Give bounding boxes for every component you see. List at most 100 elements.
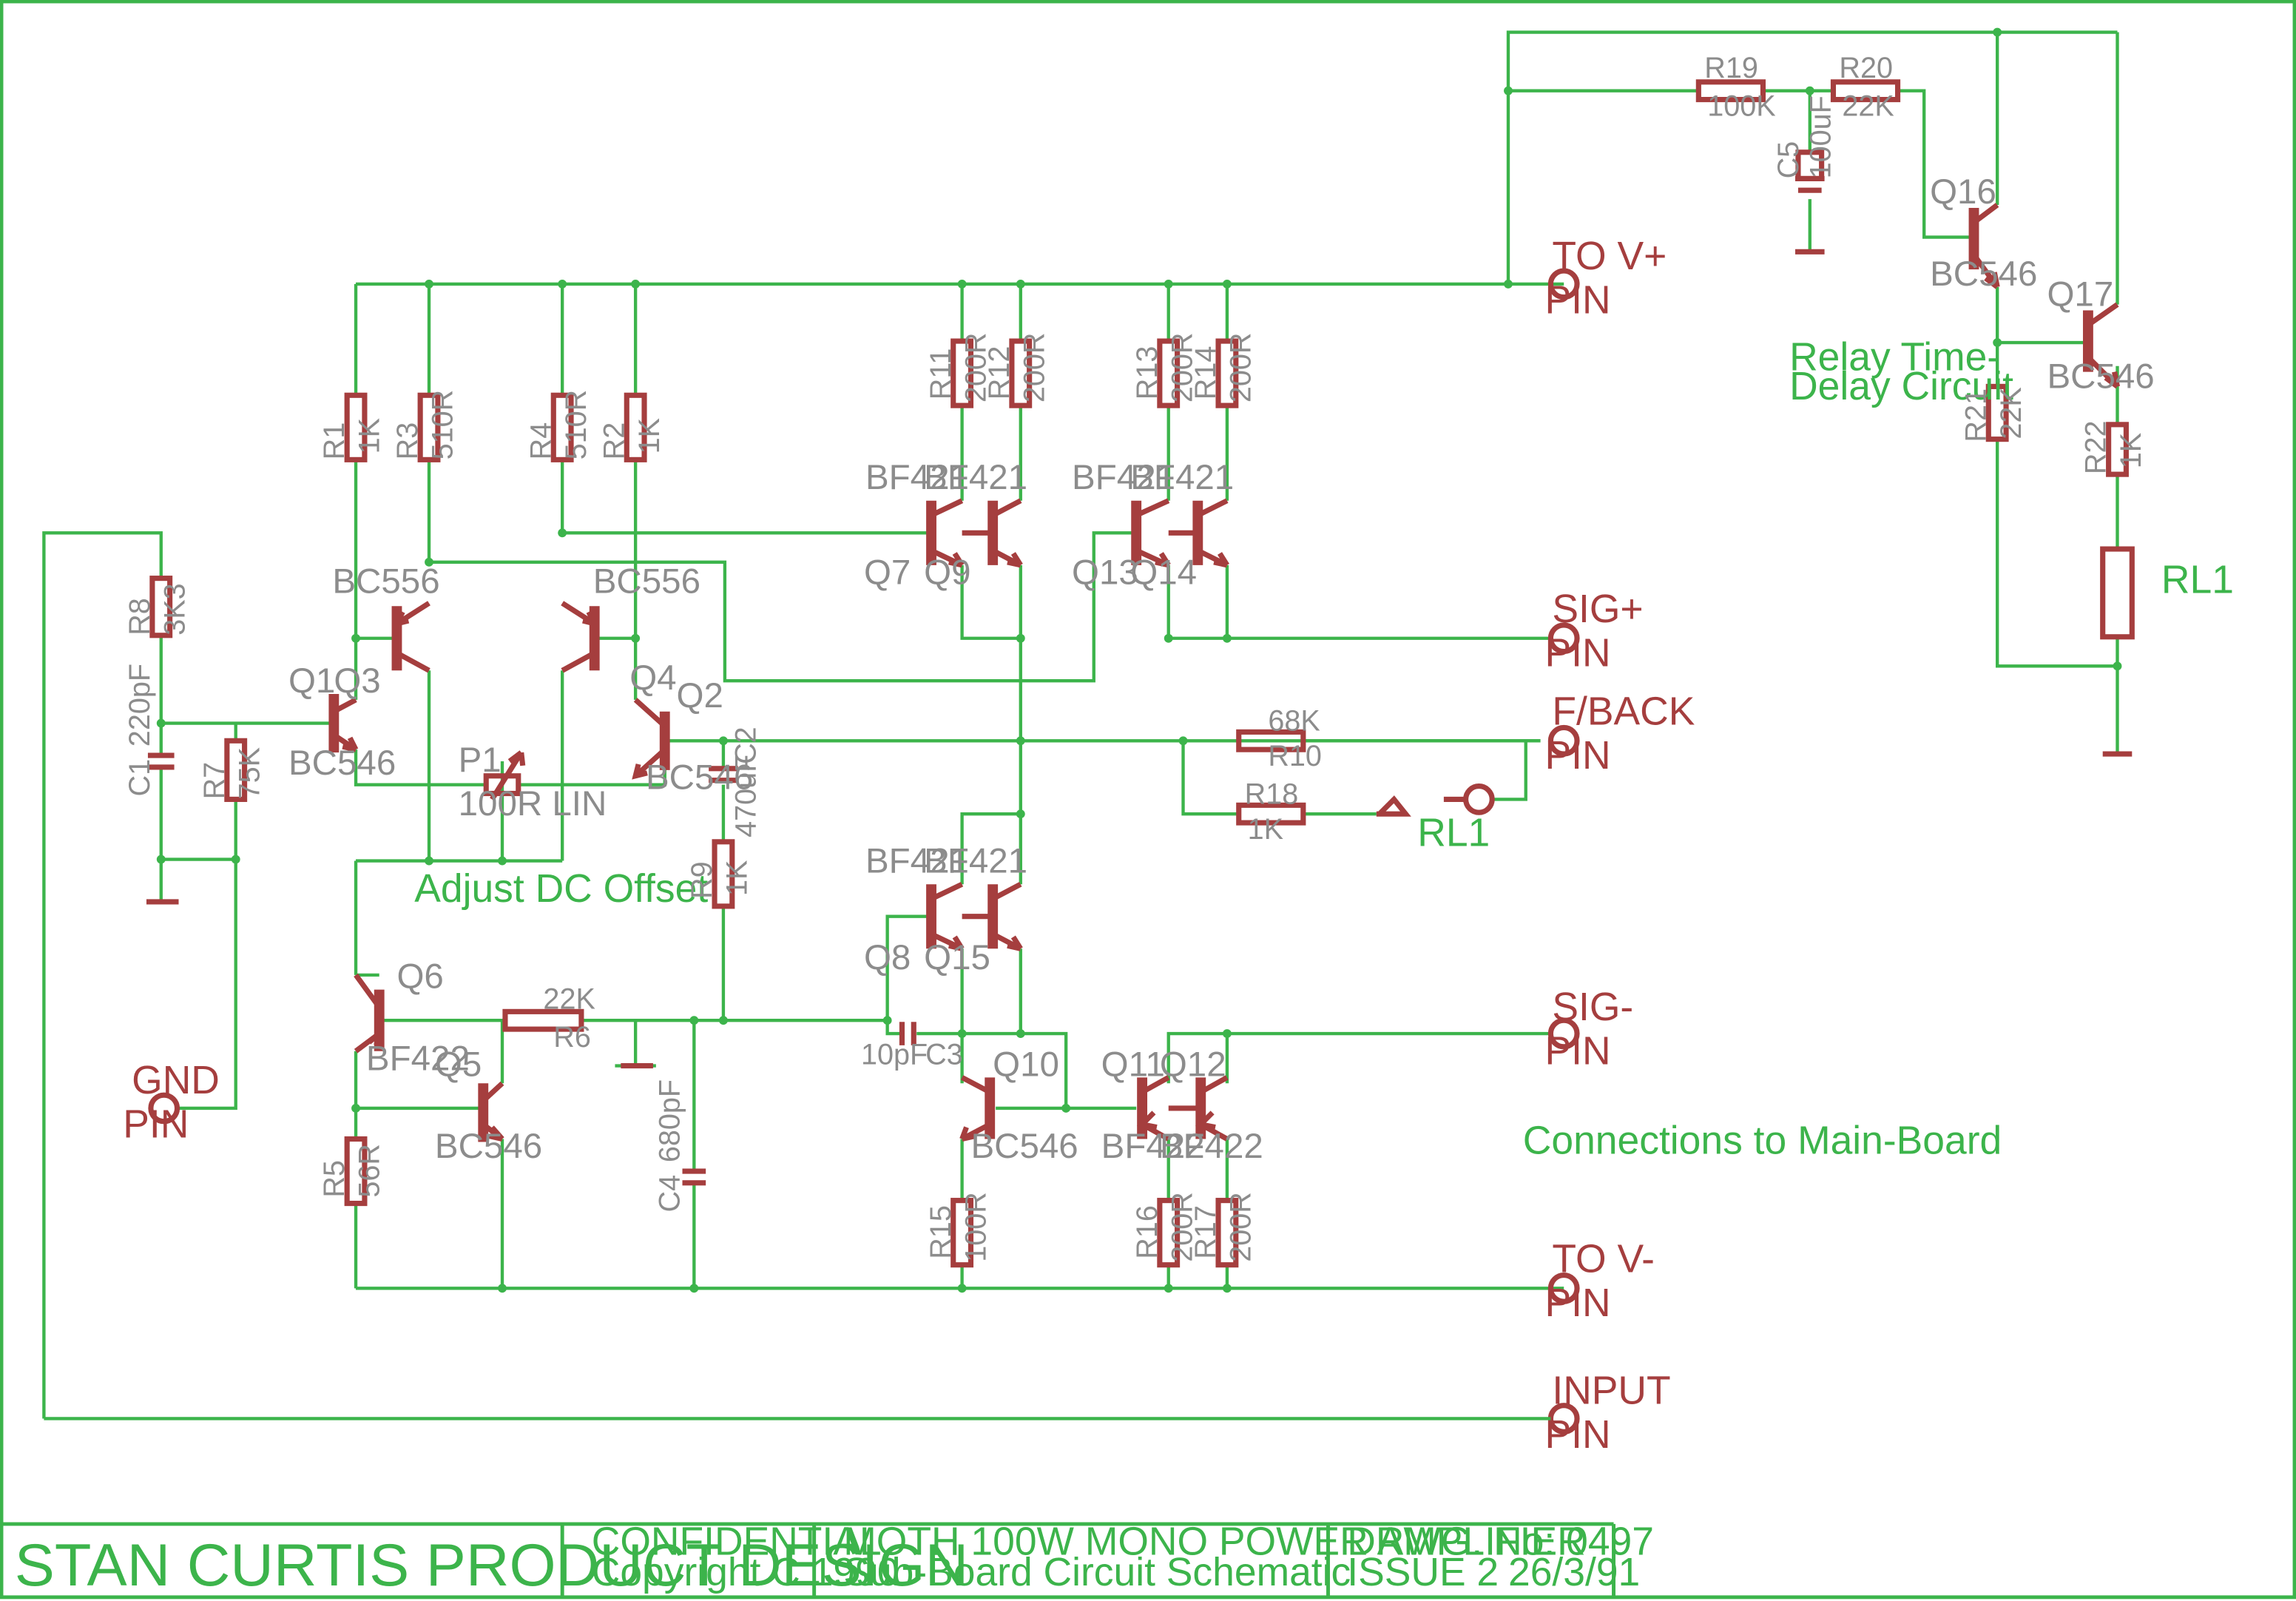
r8-name: R8	[124, 598, 156, 636]
q14-name: Q14	[1130, 553, 1197, 593]
vplus-pin: PIN	[1544, 278, 1610, 322]
r14-name: R14	[1189, 346, 1222, 400]
r1-name: R1	[318, 422, 351, 460]
q7-name: Q7	[864, 553, 911, 593]
c4-value: 680pF	[654, 1079, 686, 1162]
r3-name: R3	[391, 422, 424, 460]
r11-value: 200R	[959, 333, 992, 403]
r13-name: R13	[1131, 346, 1164, 400]
r13-value: 200R	[1166, 333, 1198, 403]
input-pin: PIN	[1544, 1413, 1610, 1457]
q9-type: BF421	[924, 458, 1027, 497]
r20-value: 22K	[1842, 90, 1894, 122]
r16-value: 200R	[1166, 1192, 1198, 1262]
sigplus-pin: PIN	[1544, 631, 1610, 675]
r19-value: 100K	[1707, 90, 1775, 122]
component-labels: R1 1K R2 1K R3 510R R4 510R R5 56R 22K R…	[124, 52, 2234, 1262]
r11-name: R11	[925, 348, 957, 400]
sheet-title: Sub-Board Circuit Schematic	[843, 1551, 1351, 1594]
sigminus-pin: PIN	[1544, 1030, 1610, 1073]
r21-value: 22K	[1995, 387, 2027, 439]
r12-name: R12	[983, 346, 1016, 400]
r15-value: 100R	[959, 1192, 992, 1262]
gnd-pin: PIN	[123, 1103, 189, 1147]
r10-value: 68K	[1268, 704, 1320, 737]
q7-type: BF421	[865, 458, 969, 497]
r9-value: 1K	[721, 860, 754, 896]
copyright-label: Copyright C.1990	[592, 1551, 899, 1594]
c1-value: 220pF	[124, 664, 156, 746]
adjust-dc-offset-note: Adjust DC Offset	[414, 867, 708, 911]
c2-value: 470uF	[729, 755, 762, 837]
confidential-label: CONFIDENTIAL	[592, 1520, 882, 1563]
c3-value: 10pF	[861, 1039, 928, 1071]
c5-name: C5	[1772, 141, 1805, 179]
relay-contact-label: RL1	[1417, 812, 1490, 855]
r16-name: R16	[1131, 1205, 1164, 1259]
q4-name: Q4	[629, 658, 676, 698]
project-title: MOTH 100W MONO POWER AMPLIFIER	[843, 1520, 1585, 1563]
input-label: INPUT	[1552, 1369, 1670, 1413]
q1-type: BC546	[288, 744, 396, 783]
q12-name: Q12	[1160, 1045, 1226, 1084]
r5-value: 56R	[354, 1144, 386, 1198]
connections-note: Connections to Main-Board	[1523, 1119, 2002, 1162]
q14-type: BF421	[1130, 458, 1234, 497]
q8-type: BF421	[865, 841, 969, 880]
q16-type: BC546	[1930, 255, 2037, 294]
wires	[42, 30, 2119, 1419]
transistor-symbols	[328, 203, 2120, 1142]
q12-type: BF422	[1160, 1127, 1263, 1166]
q5-type: BC546	[435, 1127, 542, 1166]
r8-value: 3K3	[158, 583, 191, 635]
r9-name: R9	[686, 861, 718, 899]
q3-type: BC556	[332, 562, 439, 601]
r1-value: 1K	[354, 418, 386, 454]
r10-name: R10	[1268, 740, 1322, 772]
r22-value: 1K	[2115, 433, 2147, 468]
r5-name: R5	[318, 1160, 351, 1198]
sigminus-label: SIG-	[1552, 985, 1633, 1029]
vplus-label: TO V+	[1552, 235, 1667, 278]
q4-type: BC556	[593, 562, 700, 601]
r15-name: R15	[925, 1205, 957, 1259]
q5-name: Q5	[435, 1045, 482, 1084]
q3-name: Q3	[334, 661, 380, 701]
relay-note-line1: Relay Time-	[1789, 336, 2000, 380]
r14-value: 200R	[1225, 333, 1257, 403]
r20-name: R20	[1839, 52, 1893, 84]
r2-name: R2	[598, 422, 630, 460]
p1-name: P1	[459, 741, 502, 780]
q8-name: Q8	[864, 938, 911, 977]
q11-type: BF422	[1101, 1127, 1205, 1166]
c1-name: C1	[124, 759, 156, 797]
q2-name: Q2	[677, 676, 723, 715]
c2-name: C2	[729, 727, 762, 764]
relay-note-line2: Delay Circuit	[1789, 365, 2013, 408]
c5-value: 100uF	[1804, 95, 1837, 178]
issue-label: ISSUE 2	[1347, 1551, 1499, 1594]
q15-name: Q15	[924, 938, 990, 977]
q6-type: BF422	[366, 1039, 470, 1079]
r7-value: 75K	[233, 747, 266, 799]
r6-name: R6	[553, 1021, 591, 1054]
p1-value: 100R LIN	[459, 784, 607, 823]
fback-label: F/BACK	[1552, 690, 1695, 734]
q1-name: Q1	[288, 661, 335, 701]
company-name: STAN CURTIS PRODUCT DESIGN	[15, 1532, 968, 1599]
r3-value: 510R	[427, 390, 459, 460]
junctions	[156, 27, 2122, 1293]
q17-type: BC546	[2047, 357, 2154, 396]
drawing-number: DRWG. No: 0497	[1347, 1520, 1654, 1563]
q6-name: Q6	[396, 957, 443, 997]
c5-body	[1795, 149, 1825, 181]
r17-name: R17	[1189, 1205, 1222, 1259]
r6-value: 22K	[543, 982, 595, 1015]
q10-type: BC546	[970, 1127, 1078, 1166]
vminus-label: TO V-	[1552, 1238, 1655, 1281]
q13-type: BF421	[1072, 458, 1175, 497]
r17-value: 200R	[1225, 1192, 1257, 1262]
r2-value: 1K	[633, 418, 666, 454]
relay-coil	[2100, 546, 2135, 640]
